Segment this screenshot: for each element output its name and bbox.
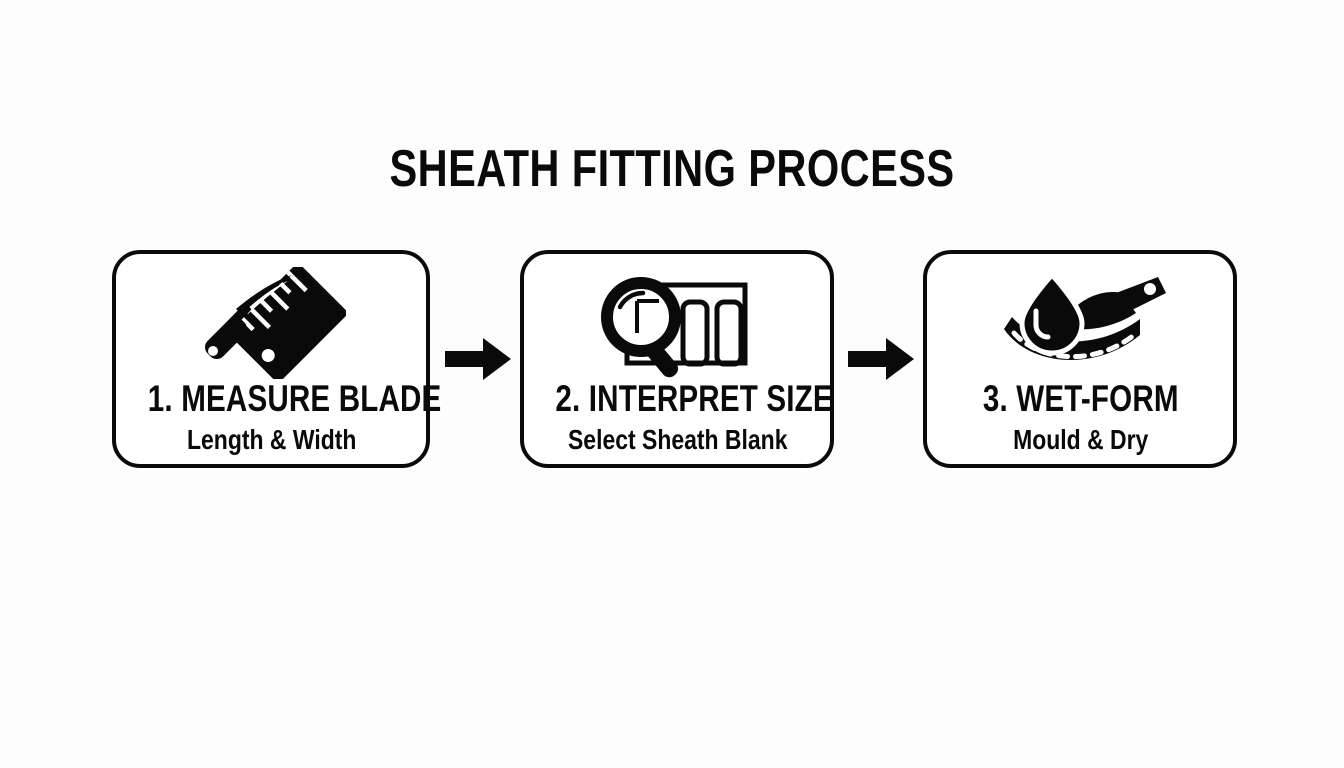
page-title: SHEATH FITTING PROCESS <box>389 140 955 198</box>
water-droplet-sheathed-knife-icon <box>927 264 1233 382</box>
process-step-card-1[interactable]: 1. MEASURE BLADE Length & Width <box>112 250 442 468</box>
knife-and-ruler-icon <box>116 264 426 382</box>
step-subtitle: Mould & Dry <box>1013 424 1149 455</box>
step-title: 2. INTERPRET SIZE <box>555 378 833 419</box>
step-title: 1. MEASURE BLADE <box>147 378 442 419</box>
step-title: 3. WET-FORM <box>982 378 1179 419</box>
arrow-right-icon <box>848 338 914 380</box>
process-step-card-3[interactable]: 3. WET-FORM Mould & Dry <box>923 250 1237 468</box>
magnifier-size-chart-icon <box>524 264 830 382</box>
process-flow: 1. MEASURE BLADE Length & Width <box>0 250 1344 470</box>
process-step-card-2[interactable]: 2. INTERPRET SIZE Select Sheath Blank <box>520 250 834 468</box>
step-subtitle: Length & Width <box>187 424 357 455</box>
step-subtitle: Select Sheath Blank <box>567 424 788 455</box>
arrow-right-icon <box>445 338 511 380</box>
